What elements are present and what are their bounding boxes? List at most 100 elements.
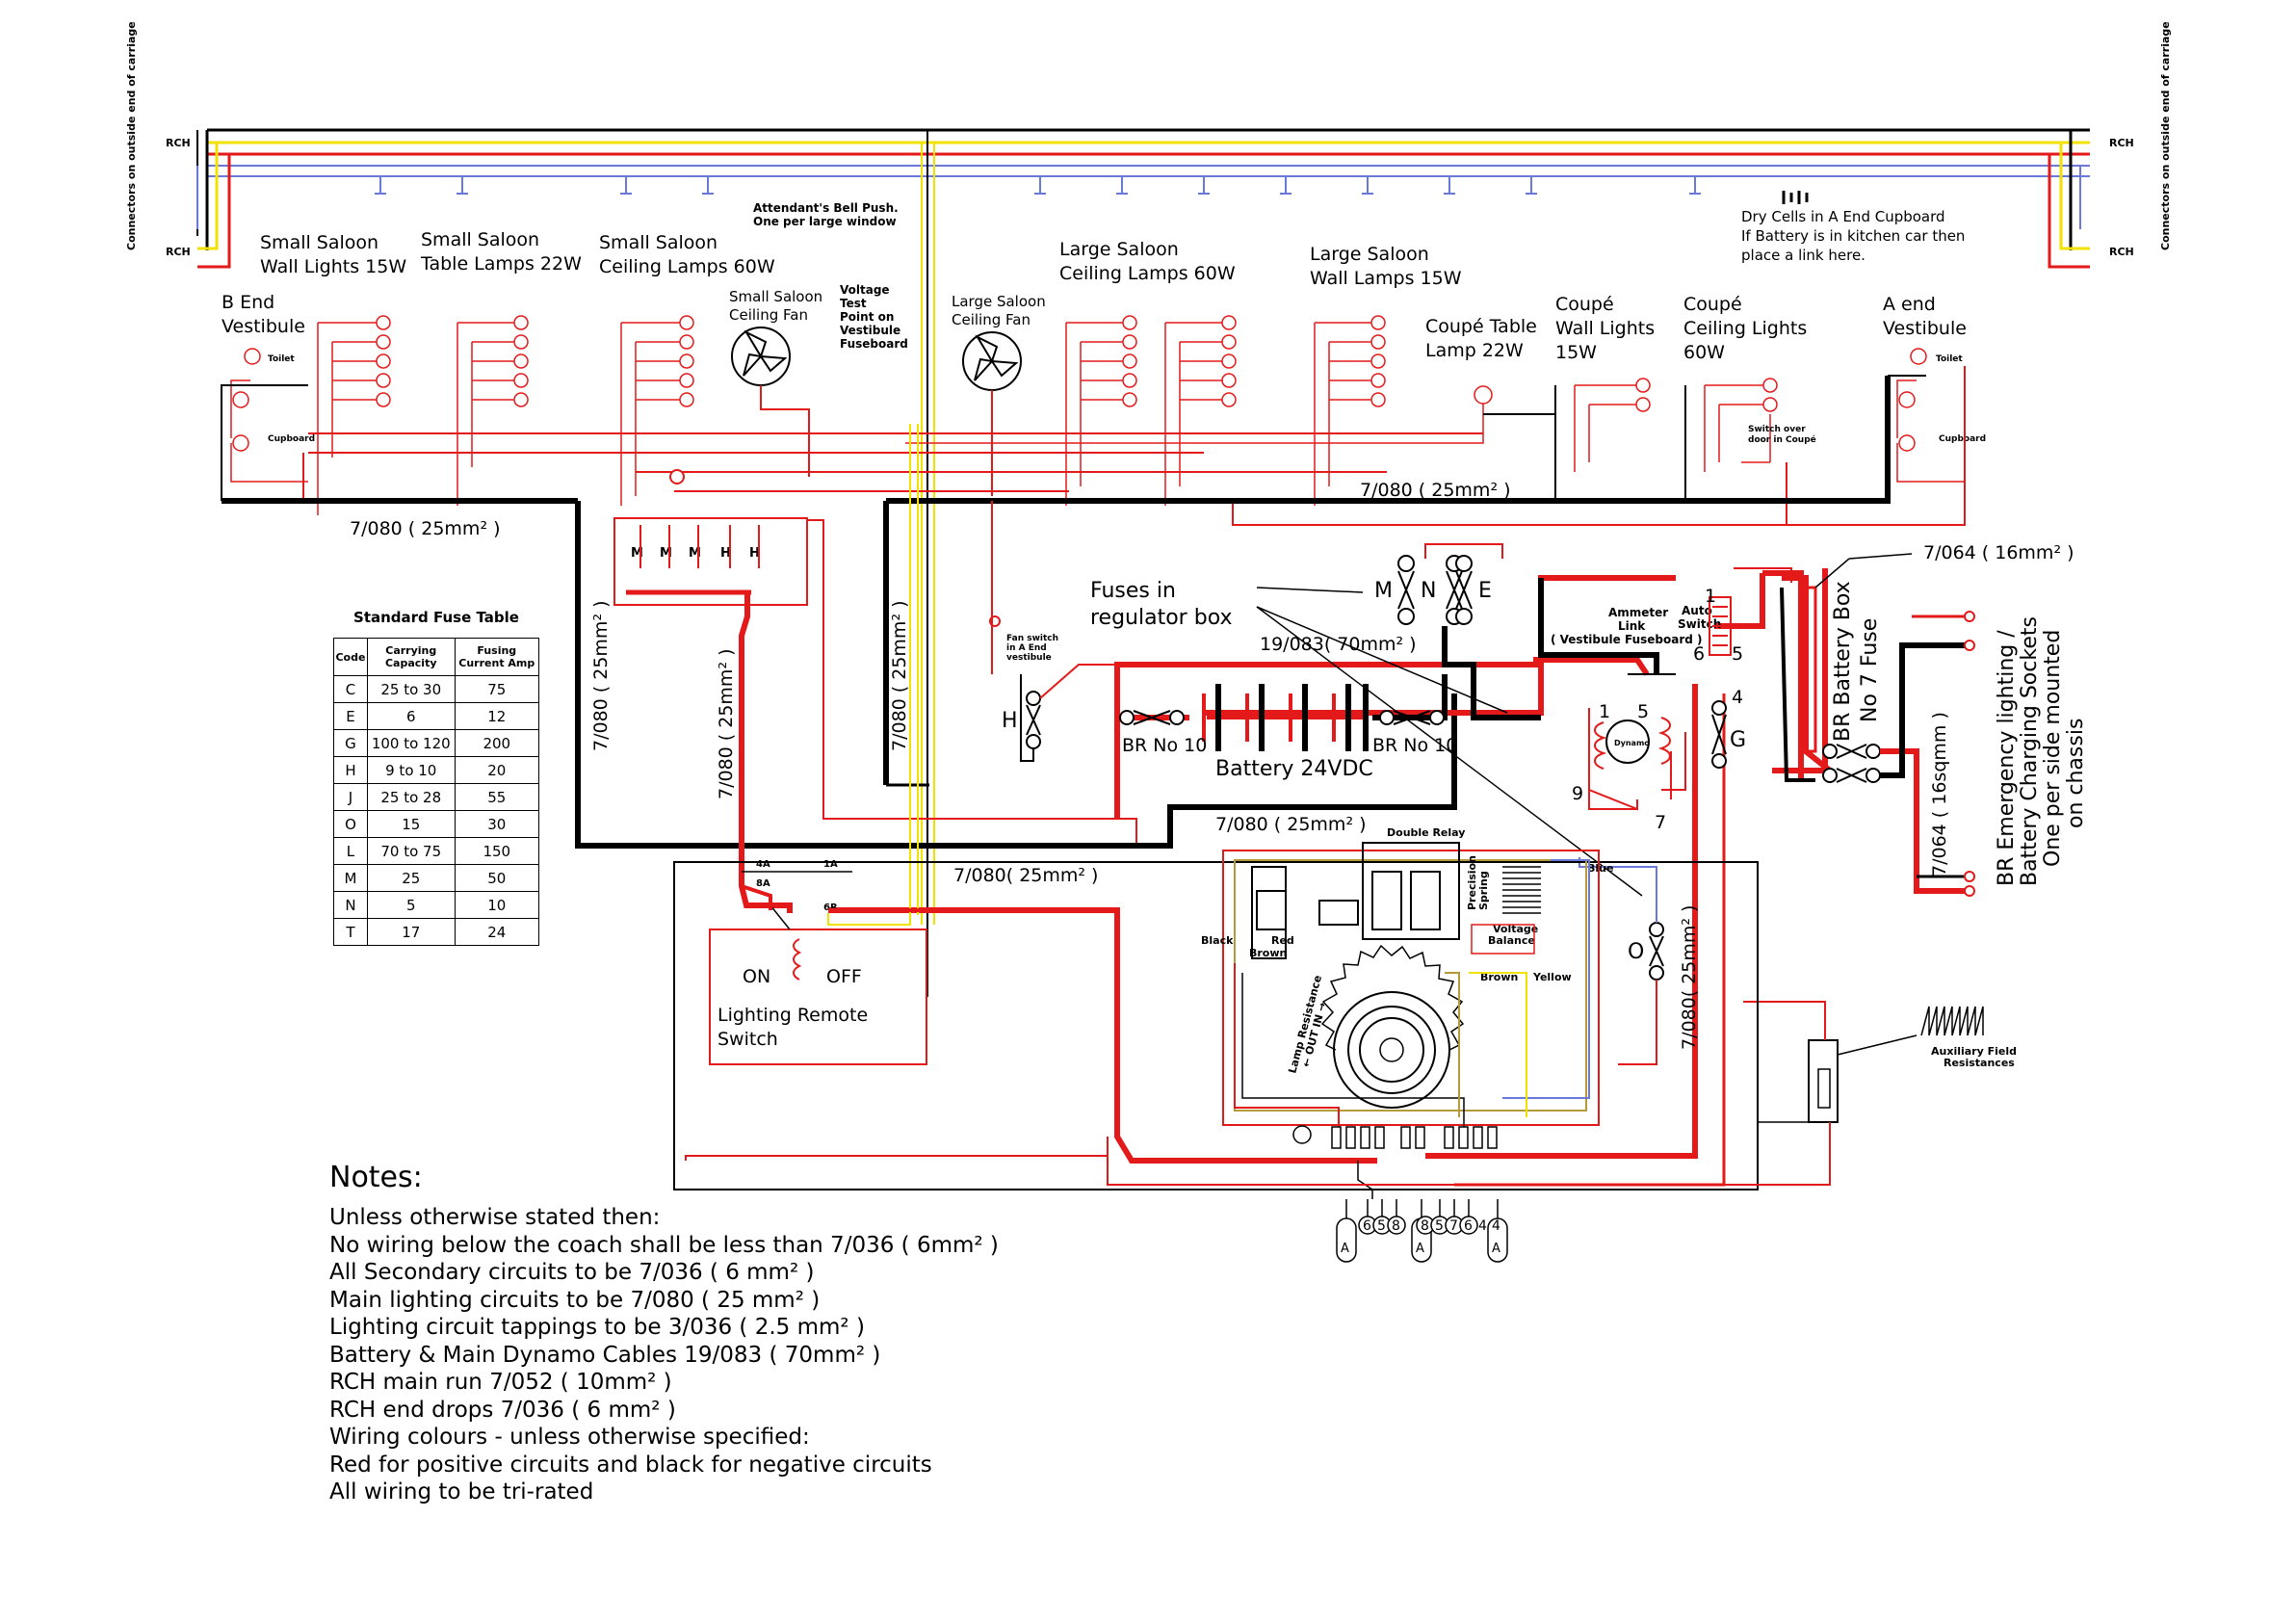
fuse-e-label: E <box>1478 579 1492 603</box>
notes-line: Unless otherwise stated then: <box>329 1205 661 1230</box>
fuse-o: O <box>1578 857 1664 1065</box>
svg-text:Brown: Brown <box>1480 971 1518 983</box>
lamp-coupe-table <box>905 385 1493 444</box>
cable-emergency: 7/064 ( 16mm² ) <box>1923 542 2074 563</box>
dynamo-label: Dynamo <box>1614 739 1650 747</box>
svg-text:5: 5 <box>1435 1218 1444 1234</box>
svg-text:1: 1 <box>1705 586 1716 607</box>
cable-vertical-3: 7/080 ( 25mm² ) <box>889 600 910 751</box>
svg-text:5: 5 <box>1732 643 1743 665</box>
small-labels: Toilet Cupboard Toilet Cupboard Switch o… <box>268 354 1986 663</box>
br-emergency-label: BR Emergency lighting /Battery Charging … <box>1995 616 2088 886</box>
a-end-lamps <box>1896 348 1965 483</box>
rch-label-right-bottom: RCH <box>2109 246 2134 258</box>
svg-text:8A: 8A <box>756 878 770 889</box>
b-end-lamps <box>230 348 308 483</box>
notes-line: All Secondary circuits to be 7/036 ( 6 m… <box>329 1260 815 1285</box>
notes-line: Red for positive circuits and black for … <box>329 1452 932 1478</box>
lamp-banks <box>230 315 1965 515</box>
svg-text:4A: 4A <box>756 859 770 870</box>
fuse-n-label: N <box>1421 579 1436 603</box>
svg-text:6: 6 <box>1693 643 1705 665</box>
fuse-h-label: H <box>1002 709 1018 733</box>
fuse-g-label: G <box>1730 728 1746 752</box>
notes-block: Notes: Unless otherwise stated then: No … <box>329 1161 1196 1506</box>
cable-main-left: 7/080 ( 25mm² ) <box>350 518 501 539</box>
svg-text:6: 6 <box>1363 1218 1371 1234</box>
toilet-label-b: Toilet <box>268 354 295 364</box>
rch-label-left-bottom: RCH <box>166 246 191 258</box>
notes-line: Lighting circuit tappings to be 3/036 ( … <box>329 1315 865 1340</box>
svg-text:7: 7 <box>1449 1218 1458 1234</box>
svg-text:4: 4 <box>1492 1218 1500 1234</box>
svg-text:4: 4 <box>1732 687 1743 708</box>
cable-main-right: 7/080 ( 25mm² ) <box>1360 480 1511 501</box>
remote-on-label: ON <box>743 966 770 987</box>
left-connector-text: Connectors on outside end of carriage <box>125 21 138 250</box>
dry-cells <box>1782 191 1809 204</box>
small-saloon-fan-icon <box>731 327 810 477</box>
lamp-bank-lsc2 <box>1164 315 1237 506</box>
toilet-label-a: Toilet <box>1936 354 1963 364</box>
yellow-control-wiring <box>827 424 919 926</box>
remote-off-label: OFF <box>826 966 862 987</box>
svg-text:A: A <box>1341 1242 1349 1256</box>
svg-text:9: 9 <box>1572 783 1583 804</box>
svg-text:A: A <box>1492 1242 1500 1256</box>
notes-line: RCH main run 7/052 ( 10mm² ) <box>329 1370 672 1395</box>
svg-text:5: 5 <box>1377 1218 1386 1234</box>
cable-emergency-vertical: 7/064 ( 16sqmm ) <box>1929 712 1950 876</box>
svg-text:6: 6 <box>1464 1218 1473 1234</box>
svg-text:8: 8 <box>1421 1218 1429 1234</box>
br-no10-left-label: BR No 10 <box>1122 735 1207 756</box>
lamp-bank-ssw <box>317 315 391 515</box>
notes-line: No wiring below the coach shall be less … <box>329 1232 999 1258</box>
cable-lower-2: 7/080( 25mm² ) <box>953 865 1098 886</box>
battery: Battery 24VDC BR No 10 BR No 10 <box>1114 665 1457 781</box>
svg-text:7: 7 <box>1655 812 1666 833</box>
svg-text:Red: Red <box>1271 934 1294 947</box>
fuse-m-label: M <box>1374 579 1393 603</box>
svg-text:H: H <box>749 546 760 561</box>
attendant-bell-label: Attendant's Bell Push.One per large wind… <box>753 201 899 228</box>
fuse-h: H <box>989 501 1117 762</box>
bottom-loops <box>673 862 1831 1190</box>
svg-text:6R: 6R <box>823 903 838 913</box>
notes-title: Notes: <box>329 1161 423 1194</box>
fuse-table-caption: Standard Fuse Table <box>353 609 519 626</box>
distribution-wires-red <box>302 366 1966 526</box>
svg-text:1: 1 <box>1599 701 1610 722</box>
cable-vertical-1: 7/080 ( 25mm² ) <box>590 600 612 751</box>
precision-spring-label: PrecisionSpring <box>1466 855 1490 910</box>
rch-bus <box>196 128 2090 997</box>
svg-text:8: 8 <box>1392 1218 1400 1234</box>
large-saloon-fan-icon <box>962 331 1022 496</box>
cable-o-vertical: 7/080( 25mm² ) <box>1679 905 1700 1050</box>
svg-text:Yellow: Yellow <box>1532 971 1572 983</box>
svg-text:A: A <box>1416 1242 1424 1256</box>
